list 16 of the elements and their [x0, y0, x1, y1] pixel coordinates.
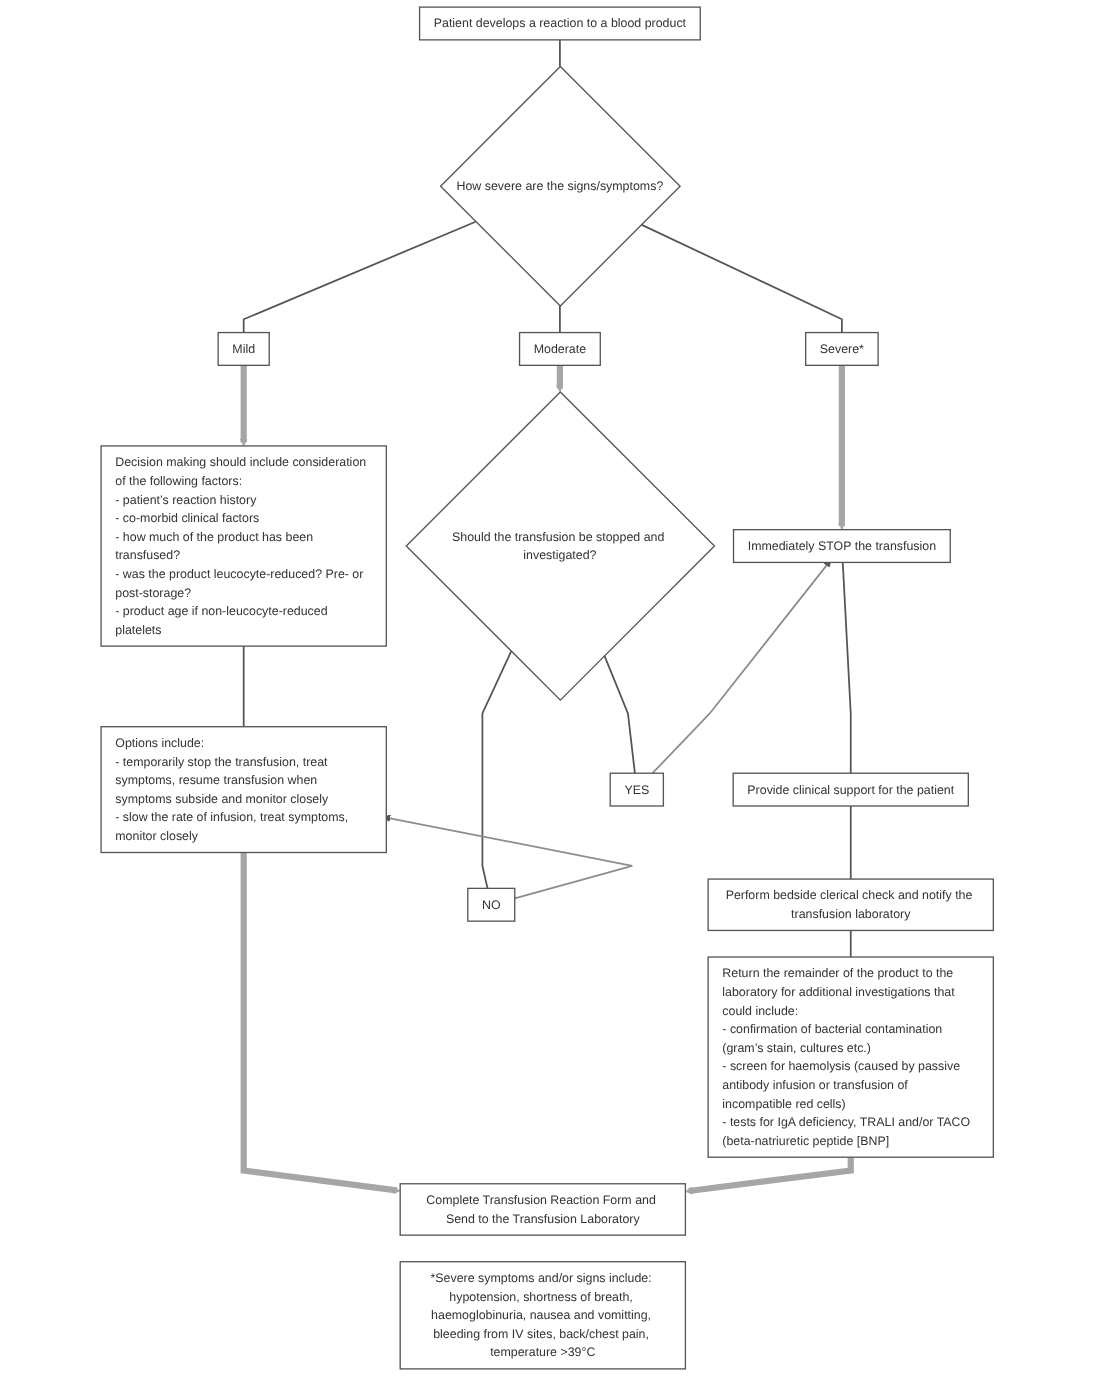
arrow	[556, 365, 565, 393]
connector	[604, 654, 637, 775]
connector	[850, 805, 853, 880]
connector	[850, 929, 853, 958]
arrow	[240, 365, 249, 447]
connector	[559, 305, 562, 334]
arrow	[685, 1157, 855, 1195]
connector	[482, 650, 513, 890]
connector	[842, 561, 853, 775]
arrow	[652, 559, 833, 775]
arrow	[838, 365, 847, 530]
connector	[243, 220, 478, 334]
connector	[243, 645, 246, 728]
connector	[641, 223, 844, 334]
arrow	[241, 852, 402, 1194]
connector	[559, 39, 562, 68]
